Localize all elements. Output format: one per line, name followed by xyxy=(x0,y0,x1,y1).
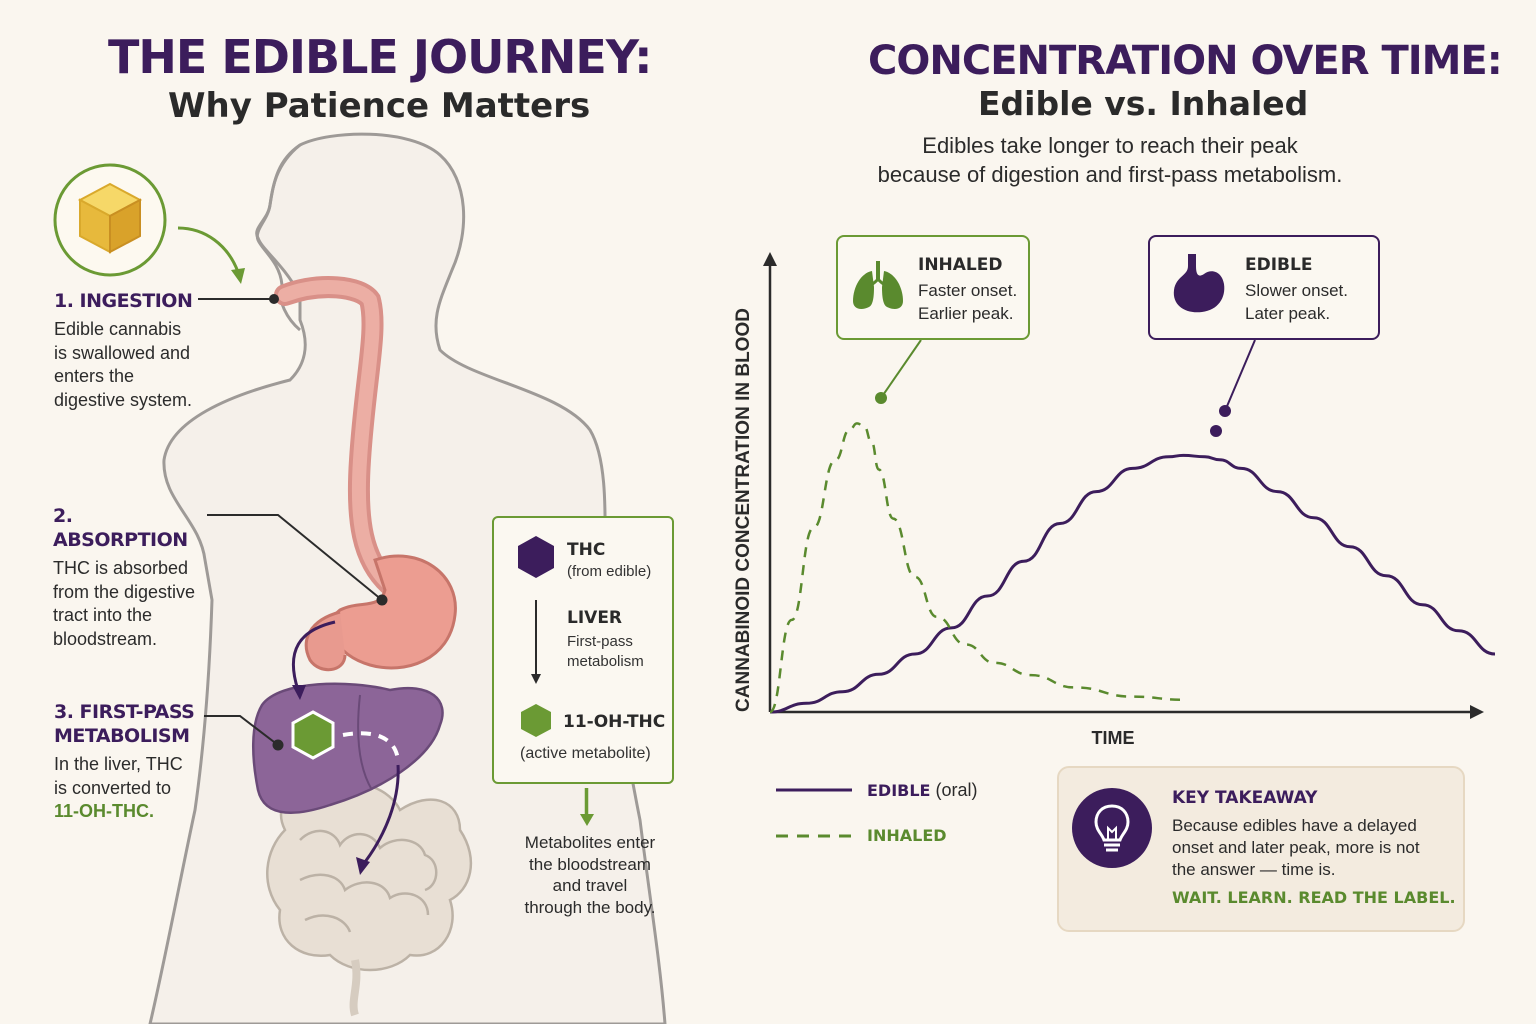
description-line: because of digestion and first-pass meta… xyxy=(877,162,1343,187)
step-first-pass-heading: 3. FIRST-PASS xyxy=(54,701,195,723)
right-description: Edibles take longer to reach their peak … xyxy=(820,131,1400,189)
edible-callout-line: Later peak. xyxy=(1245,304,1331,323)
step-first-pass-line: In the liver, THC xyxy=(54,754,183,774)
step-absorption-line: from the digestive xyxy=(53,581,196,602)
digestive-illustration xyxy=(53,132,667,1024)
down-arrow-icon xyxy=(580,788,594,826)
liver-sub-line: First-pass xyxy=(567,633,633,650)
edible-callout-heading: EDIBLE xyxy=(1245,255,1313,275)
hexagon-icon xyxy=(291,710,335,760)
takeaway-line: onset and later peak, more is not xyxy=(1172,838,1420,857)
legend-edible-label: EDIBLE xyxy=(867,781,931,800)
left-subtitle: Why Patience Matters xyxy=(168,86,591,126)
inhaled-callout-line: Earlier peak. xyxy=(918,304,1014,323)
metabolites-note-line: and travel xyxy=(552,876,628,895)
step-first-pass-line: is converted to xyxy=(54,777,172,798)
takeaway-cta: WAIT. LEARN. READ THE LABEL. xyxy=(1172,888,1456,907)
y-axis-label: CANNABINOID CONCENTRATION IN BLOOD xyxy=(733,308,754,712)
thc-label: THC xyxy=(567,540,606,560)
y-axis-arrow xyxy=(763,252,777,266)
right-subtitle: Edible vs. Inhaled xyxy=(978,84,1309,123)
x-axis-arrow xyxy=(1470,705,1484,719)
lightbulb-icon xyxy=(1072,788,1152,868)
step-ingestion-line: is swallowed and xyxy=(54,342,191,363)
inhaled-callout-text: Faster onset. Earlier peak. xyxy=(918,279,1017,325)
metabolites-note-line: the bloodstream xyxy=(529,854,651,874)
metabolites-note-line: through the body. xyxy=(524,897,656,917)
metabolite-sub: (active metabolite) xyxy=(520,745,651,762)
takeaway-text: Because edibles have a delayed onset and… xyxy=(1172,815,1420,881)
takeaway-heading: KEY TAKEAWAY xyxy=(1172,788,1318,808)
takeaway-line: Because edibles have a delayed xyxy=(1172,816,1417,835)
step-ingestion-line: Edible cannabis xyxy=(54,319,182,339)
metabolite-highlight: 11-OH-THC. xyxy=(54,801,155,821)
edible-callout-text: Slower onset. Later peak. xyxy=(1245,279,1348,325)
takeaway-line: the answer — time is. xyxy=(1172,860,1336,879)
legend-edible-suffix: (oral) xyxy=(935,780,978,800)
legend-edible: EDIBLE (oral) xyxy=(867,780,978,801)
step-ingestion-line: digestive system. xyxy=(54,389,193,410)
step-absorption-line: THC is absorbed xyxy=(53,558,189,578)
cube-icon xyxy=(53,163,167,277)
inhaled-callout-line: Faster onset. xyxy=(918,281,1018,300)
stomach-icon xyxy=(1173,254,1225,313)
liver-label: LIVER xyxy=(567,608,623,628)
step-absorption-line: bloodstream. xyxy=(53,628,158,649)
metabolites-note-line: Metabolites enter xyxy=(524,833,656,852)
legend-inhaled-label: INHALED xyxy=(867,826,947,845)
lungs-icon xyxy=(853,261,903,309)
step-first-pass: 3. FIRST-PASS METABOLISM In the liver, T… xyxy=(54,700,204,824)
liver-sub: First-pass metabolism xyxy=(567,632,644,672)
step-absorption-line: tract into the xyxy=(53,605,153,625)
x-axis-label: TIME xyxy=(1092,728,1135,748)
edible-callout xyxy=(1148,235,1380,340)
step-absorption: 2. ABSORPTION THC is absorbed from the d… xyxy=(53,504,213,651)
step-absorption-heading: 2. ABSORPTION xyxy=(53,505,188,551)
right-title: CONCENTRATION OVER TIME: xyxy=(868,38,1503,84)
liver-sub-line: metabolism xyxy=(567,653,644,670)
liver xyxy=(252,682,444,814)
inhaled-callout-heading: INHALED xyxy=(918,255,1003,275)
thc-hexagon-icon xyxy=(518,536,554,578)
series-line-inhaled xyxy=(768,422,1184,714)
metabolite-hexagon-icon xyxy=(521,704,551,737)
step-ingestion: 1. INGESTION Edible cannabis is swallowe… xyxy=(54,289,204,412)
step-first-pass-heading: METABOLISM xyxy=(54,725,190,747)
metabolites-note: Metabolites enter the bloodstream and tr… xyxy=(508,832,672,918)
thc-sub: (from edible) xyxy=(567,563,652,580)
inhaled-peak-marker xyxy=(875,392,887,404)
series-line-edible xyxy=(769,453,1496,714)
edible-peak-marker xyxy=(1219,405,1231,417)
edible-callout-line: Slower onset. xyxy=(1245,281,1348,300)
stomach xyxy=(329,554,457,670)
intestines xyxy=(266,782,473,1017)
left-title: THE EDIBLE JOURNEY: xyxy=(108,30,652,84)
metabolite-label: 11-OH-THC xyxy=(563,712,666,732)
step-ingestion-heading: 1. INGESTION xyxy=(54,290,193,312)
description-line: Edibles take longer to reach their peak xyxy=(922,133,1298,158)
step-ingestion-line: enters the xyxy=(54,366,135,386)
